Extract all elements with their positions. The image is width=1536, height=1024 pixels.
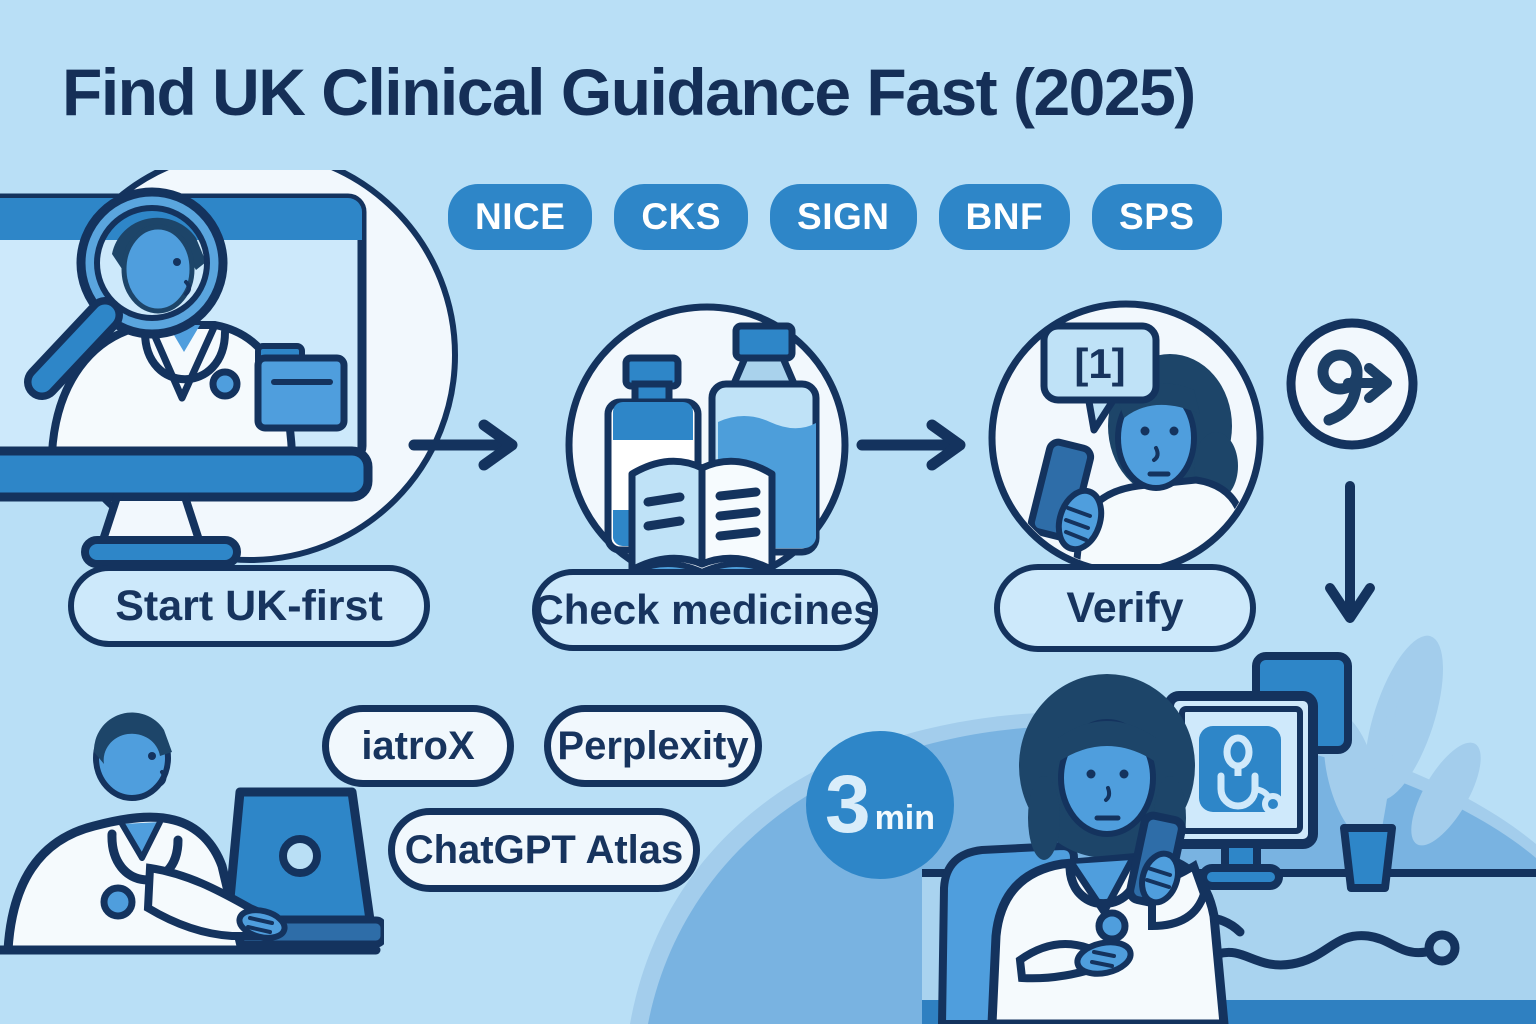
desk-monitor [1164, 691, 1318, 890]
cup-icon [1340, 824, 1396, 892]
page-title: Find UK Clinical Guidance Fast (2025) [62, 55, 1196, 129]
step1-monitor-illustration [0, 170, 458, 568]
step-label-check-medicines: Check medicines [532, 569, 878, 651]
monitor-stand [97, 493, 205, 544]
badge-cks: CKS [614, 184, 749, 250]
time-value: 3 [824, 759, 871, 850]
arrow-down-icon [1325, 481, 1375, 623]
step-label-verify: Verify [994, 564, 1256, 652]
doctor-app-icon [1199, 726, 1284, 815]
step-label-start-uk-first: Start UK-first [68, 565, 430, 647]
doctor-face [121, 224, 195, 314]
arrow-right-icon [856, 419, 966, 471]
monitor-bottom-bar [0, 446, 373, 502]
badge-nice: NICE [448, 184, 593, 250]
source-badges-row: NICE CKS SIGN BNF SPS [448, 184, 1222, 250]
desk-scene-illustration [630, 635, 1536, 1024]
folder-icon [254, 343, 348, 432]
time-badge: 3 min [806, 731, 954, 879]
stethoscope-icon [107, 829, 183, 885]
badge-sps: SPS [1092, 184, 1222, 250]
stethoscope-icon [141, 328, 229, 384]
go-next-icon [1286, 318, 1418, 450]
doctor-laptop-illustration [0, 712, 384, 955]
step2-medicines-illustration [565, 303, 849, 589]
arrow-right-icon [408, 419, 518, 471]
badge-sign: SIGN [770, 184, 917, 250]
seated-clinician [987, 674, 1229, 1024]
doctor-hair [93, 712, 172, 764]
citation-marker: [1] [1074, 340, 1125, 387]
magnifier-icon [24, 187, 228, 400]
badge-bnf: BNF [938, 184, 1071, 250]
citation-bubble-icon: [1] [1040, 322, 1160, 434]
tool-pill-perplexity: Perplexity [544, 705, 762, 787]
hand [1055, 487, 1105, 553]
monitor-base [81, 536, 241, 568]
tool-pill-iatrox: iatroX [322, 705, 514, 787]
tool-pill-chatgpt-atlas: ChatGPT Atlas [388, 808, 700, 892]
open-book-icon [628, 457, 776, 589]
step3-verify-illustration: [1] [988, 300, 1264, 576]
time-unit: min [874, 798, 936, 837]
